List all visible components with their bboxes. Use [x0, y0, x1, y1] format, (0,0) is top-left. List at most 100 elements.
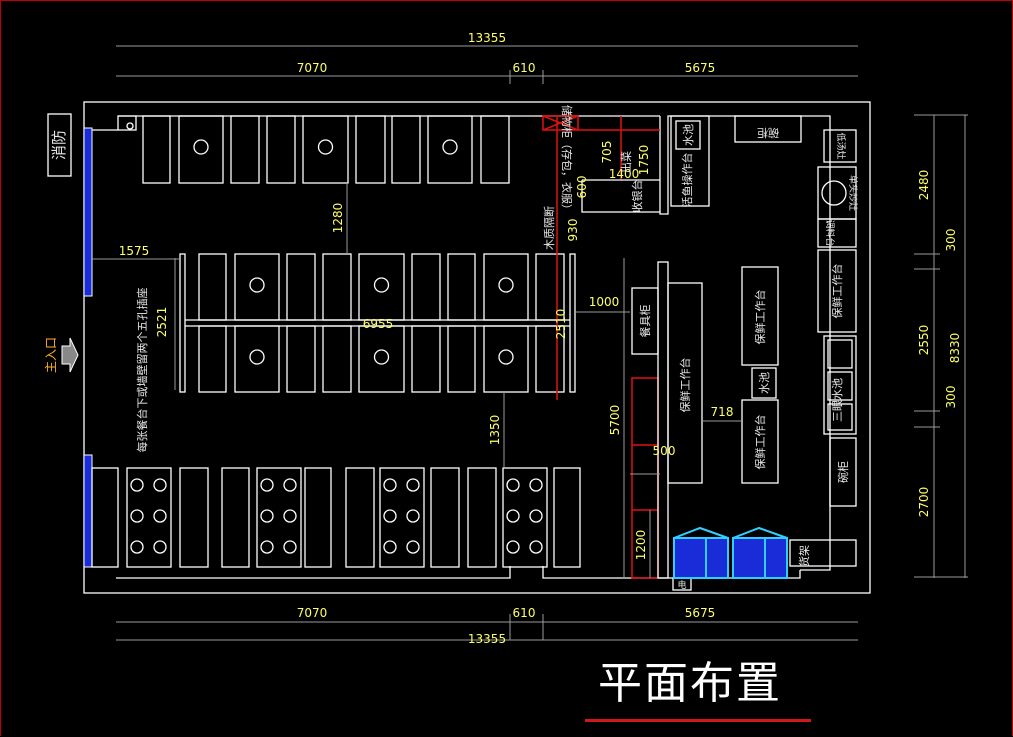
stool-icon — [130, 478, 144, 492]
stool-icon — [283, 540, 297, 554]
sink-bay-2 — [827, 371, 853, 401]
display-case-1 — [673, 526, 729, 579]
stool-icon — [498, 277, 514, 293]
stool-icon — [529, 509, 543, 523]
dim-bottom-mid: 610 — [513, 606, 536, 620]
dim-5700: 5700 — [608, 405, 622, 436]
stool-icon — [283, 478, 297, 492]
stool-icon — [498, 349, 514, 365]
dining-table — [355, 115, 386, 184]
display-case-2 — [732, 526, 788, 579]
stool-icon — [193, 139, 209, 155]
dining-table — [198, 253, 227, 321]
dining-table — [553, 467, 581, 568]
stool-icon — [383, 540, 397, 554]
stool-icon — [153, 478, 167, 492]
cabinet-top — [734, 115, 802, 143]
dining-table — [198, 325, 227, 393]
stool-icon — [153, 540, 167, 554]
stool-icon — [406, 509, 420, 523]
stool-icon — [130, 509, 144, 523]
dim-table-block-w: 6955 — [363, 317, 394, 331]
dining-table — [234, 253, 280, 321]
dining-table — [358, 325, 405, 393]
dining-table — [286, 253, 316, 321]
dim-right-gap2: 300 — [944, 386, 958, 409]
dim-aisle-bottom: 1350 — [488, 415, 502, 446]
dining-table — [411, 253, 441, 321]
triple-sink — [823, 335, 857, 435]
sink-bay-3 — [827, 403, 853, 431]
dining-table — [345, 467, 375, 568]
stove-label: 单头炒灶 — [847, 175, 859, 211]
bottom-table-row — [91, 467, 581, 568]
shelf-label: 货架 — [797, 545, 811, 567]
stool-icon — [260, 509, 274, 523]
stool-icon — [317, 139, 334, 155]
dining-table — [480, 115, 510, 184]
entrance-arrow-icon — [61, 337, 79, 373]
drain-icon — [126, 122, 134, 130]
middle-end-right — [569, 253, 576, 393]
glass-wall-top — [83, 127, 93, 297]
fire-box — [47, 113, 72, 177]
low-soup-label: 低汤灶 — [835, 132, 847, 159]
fish-counter — [670, 115, 710, 207]
outer-wall — [83, 101, 871, 594]
fresh-counter-mid-top-label: 保鲜工作台 — [753, 290, 767, 345]
stool-icon — [373, 277, 390, 293]
dim-705: 705 — [600, 141, 614, 164]
entrance-label: 主入口 — [44, 337, 58, 373]
stool-icon — [383, 509, 397, 523]
dim-right-total: 8330 — [948, 333, 962, 364]
dining-table — [234, 325, 280, 393]
stool-icon — [529, 540, 543, 554]
stool-icon — [442, 139, 458, 155]
stool-icon — [153, 509, 167, 523]
inner-wall — [92, 115, 831, 571]
stool-icon — [406, 540, 420, 554]
stool-icon — [506, 478, 520, 492]
low-soup-cooker — [823, 129, 857, 163]
seasoning-counter — [817, 218, 857, 248]
dining-table — [447, 325, 476, 393]
stool-icon — [406, 478, 420, 492]
stool-icon — [130, 540, 144, 554]
dining-table — [483, 253, 529, 321]
fresh-counter-left-label: 保鲜工作台 — [678, 358, 692, 413]
elec-label: 电 — [677, 579, 686, 591]
dining-table — [142, 115, 171, 184]
dining-table — [322, 325, 352, 393]
fresh-counter-mid-top — [741, 266, 779, 366]
dim-right-gap1: 300 — [944, 229, 958, 252]
fresh-counter-mid-bottom-label: 保鲜工作台 — [753, 415, 767, 470]
dim-bottom-left: 7070 — [297, 606, 328, 620]
dim-block-right-h: 2510 — [554, 309, 568, 340]
kitchen-wall-strip — [657, 261, 669, 579]
dining-table — [126, 467, 172, 568]
dim-600: 600 — [575, 176, 589, 199]
stool-icon — [373, 349, 390, 365]
dim-table-block-h: 2521 — [155, 307, 169, 338]
sink-bay-1 — [827, 339, 853, 369]
dining-table — [266, 115, 296, 184]
sink-small-label: 水池 — [682, 124, 695, 146]
corner-box — [118, 115, 137, 131]
stool-icon — [383, 478, 397, 492]
sink-mid — [751, 367, 777, 399]
fire-label: 消防 — [50, 130, 68, 160]
dim-top-left: 7070 — [297, 61, 328, 75]
dim-right-2: 2550 — [917, 325, 931, 356]
cashier-counter — [581, 179, 660, 213]
stool-icon — [260, 540, 274, 554]
stool-icon — [506, 509, 520, 523]
dim-930: 930 — [566, 219, 580, 242]
stool-icon — [283, 509, 297, 523]
dining-table — [302, 115, 349, 184]
dim-500: 500 — [653, 444, 676, 458]
middle-table-row-upper — [198, 253, 565, 321]
stool-icon — [260, 478, 274, 492]
dining-table — [179, 467, 209, 568]
dim-right-1: 2480 — [917, 170, 931, 201]
